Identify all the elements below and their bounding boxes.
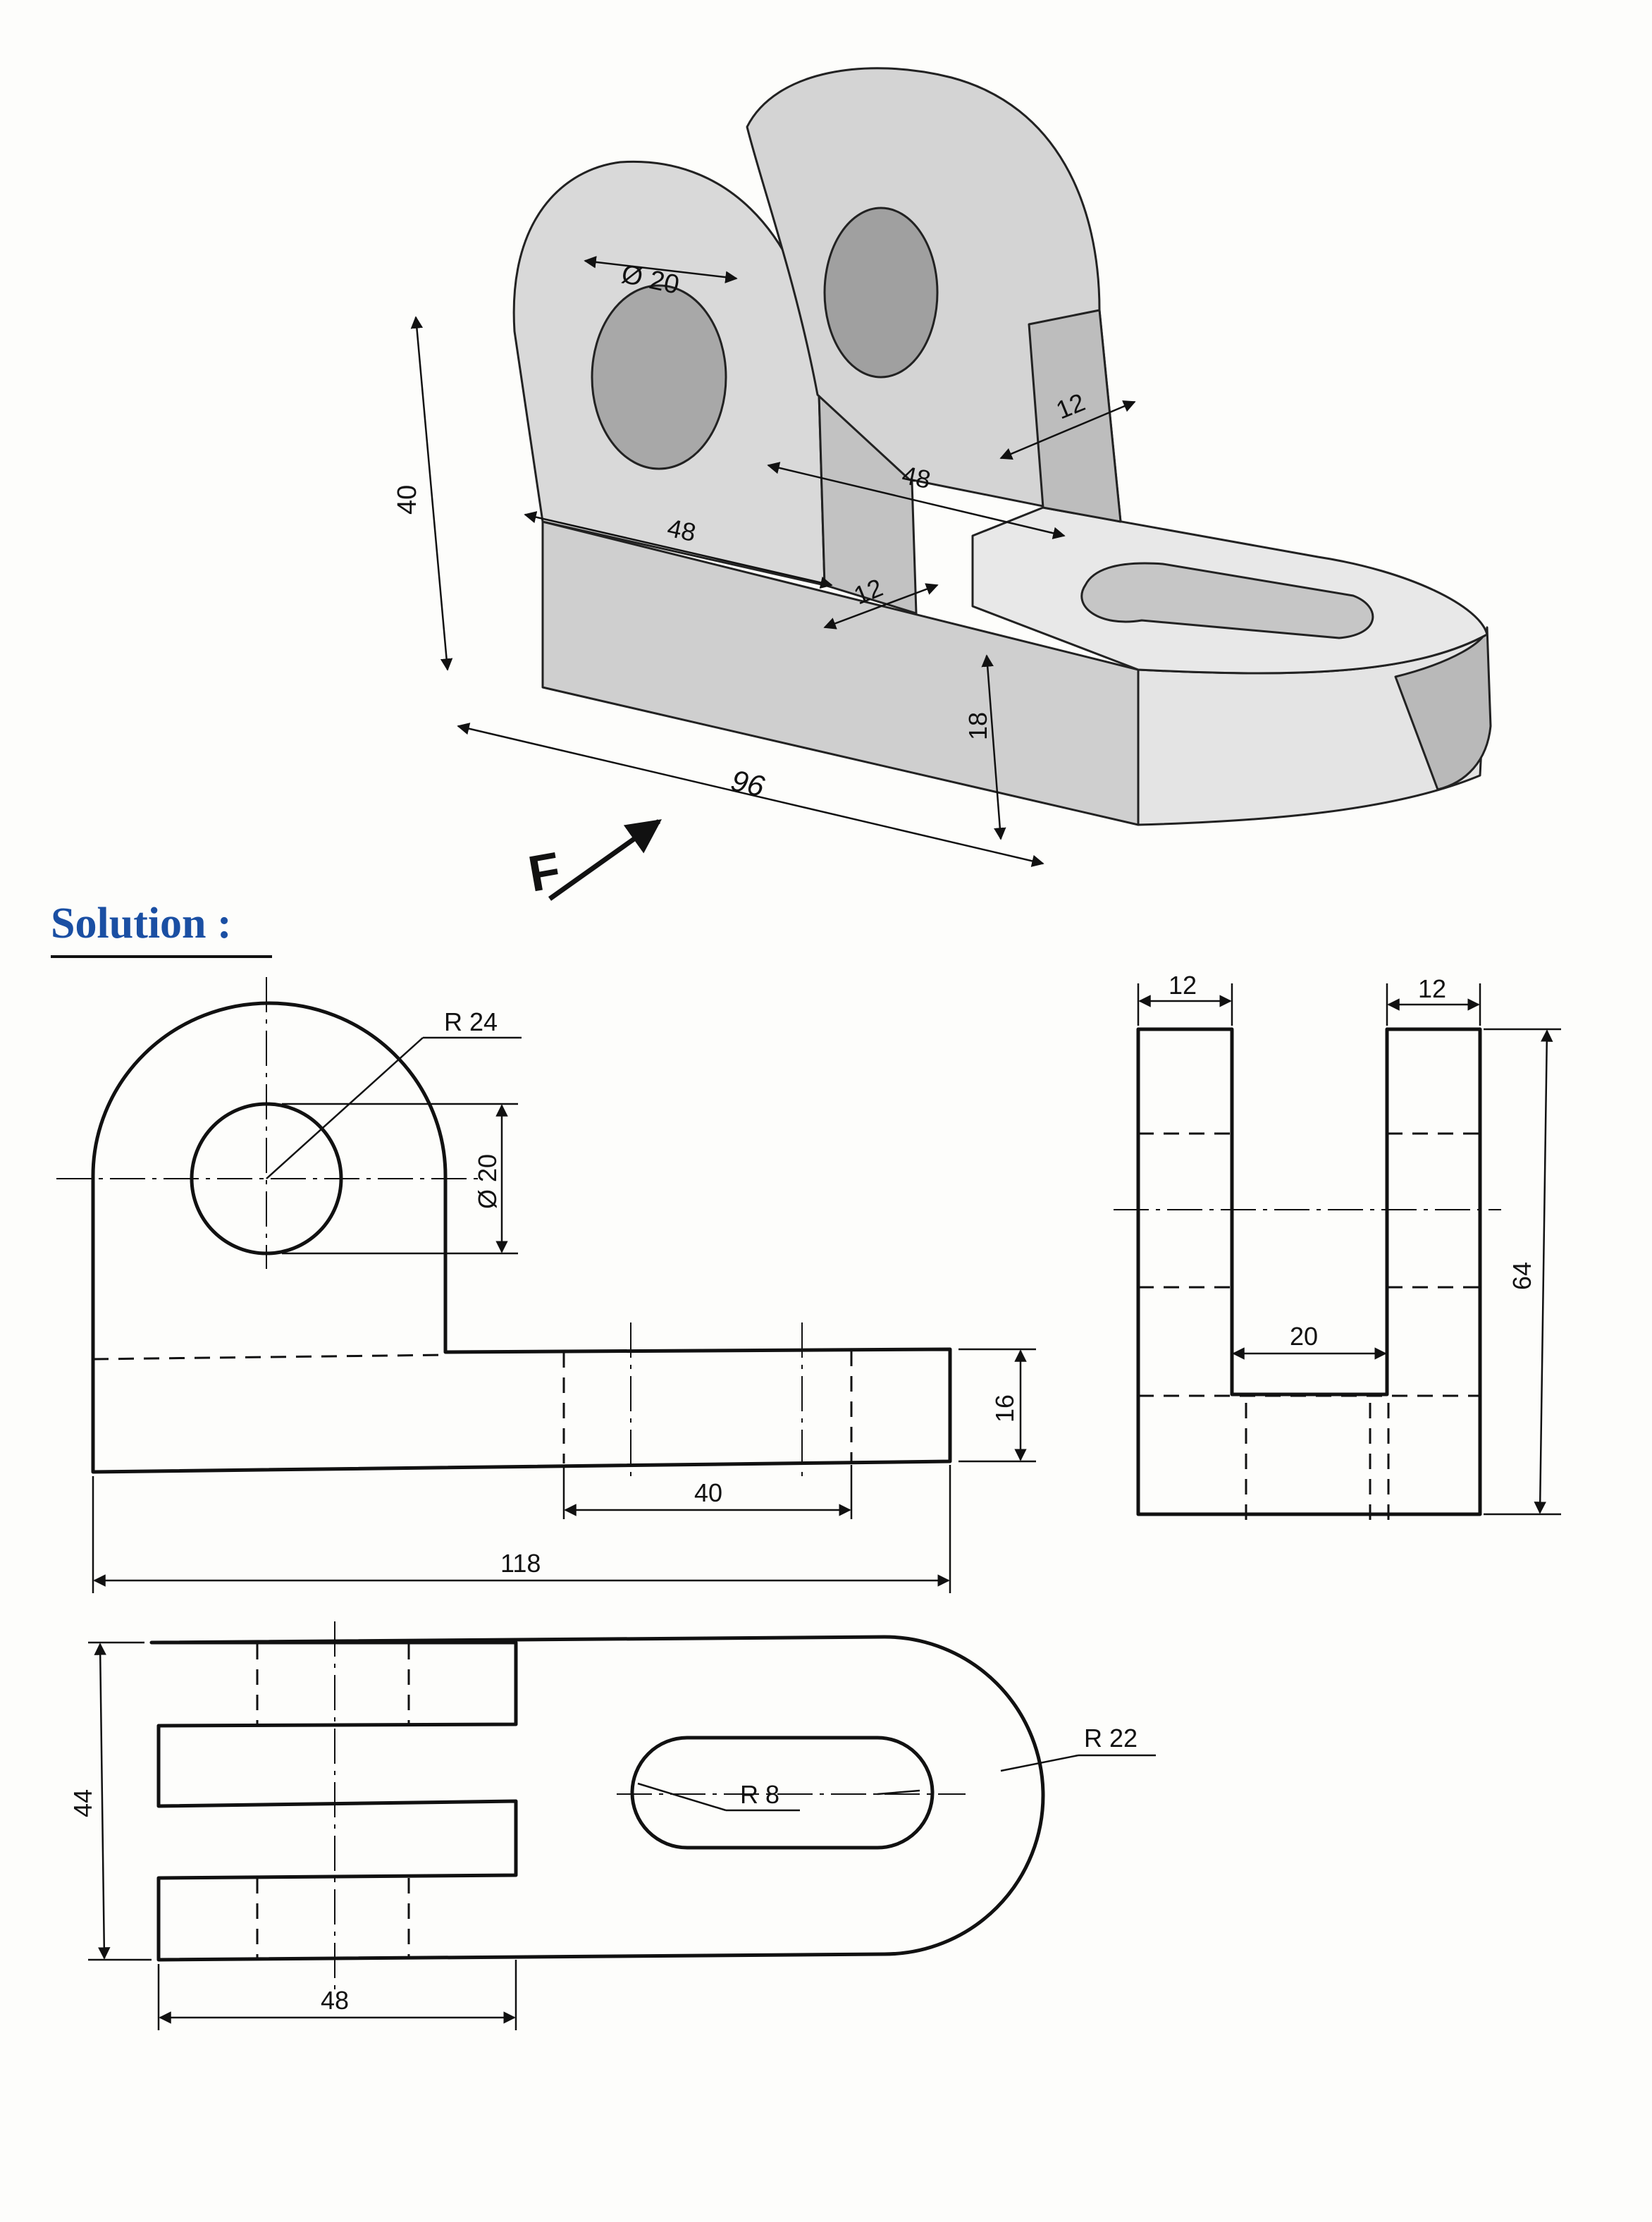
iso-dim-depth-mid: 48 [899,460,933,494]
side-dim-gap: 20 [1290,1322,1318,1351]
iso-dim-base-height: 18 [963,712,992,740]
side-dim-wall-right: 12 [1418,974,1446,1003]
iso-hole-right [823,207,939,379]
iso-base-slot [1080,562,1374,639]
view-direction-label: F [524,842,565,902]
top-slot [630,1736,935,1850]
iso-dim-length: 96 [728,763,768,803]
solution-heading: Solution : [51,900,232,947]
side-dim-wall-left: 12 [1169,971,1197,1000]
iso-dim-depth-left: 48 [665,513,698,547]
front-view: R 24 Ø 20 16 40 118 [56,977,1036,1593]
top-view: R 8 R 22 44 48 [68,1621,1156,2030]
side-dim-height: 64 [1508,1262,1536,1290]
front-dim-length: 118 [500,1549,541,1578]
front-dim-hole: Ø 20 [473,1154,502,1209]
view-direction-arrow [548,819,662,901]
front-dim-radius: R 24 [444,1007,498,1036]
side-view: 12 12 20 64 [1114,971,1561,1523]
front-dim-thickness: 16 [990,1394,1019,1423]
iso-hole-left [591,284,727,470]
iso-base-round [1394,626,1492,791]
isometric-view: Ø 20 40 48 48 12 12 18 96 F [393,67,1492,903]
top-dim-width: 44 [68,1789,97,1817]
top-outline [149,1635,1045,1962]
side-outline [1136,1027,1482,1516]
iso-dim-height: 40 [393,485,422,515]
top-dim-length: 48 [321,1986,349,2015]
front-dim-slot: 40 [694,1478,722,1507]
front-outline [91,1001,952,1474]
top-dim-end-radius: R 22 [1084,1724,1138,1753]
top-dim-slot-radius: R 8 [740,1780,779,1809]
